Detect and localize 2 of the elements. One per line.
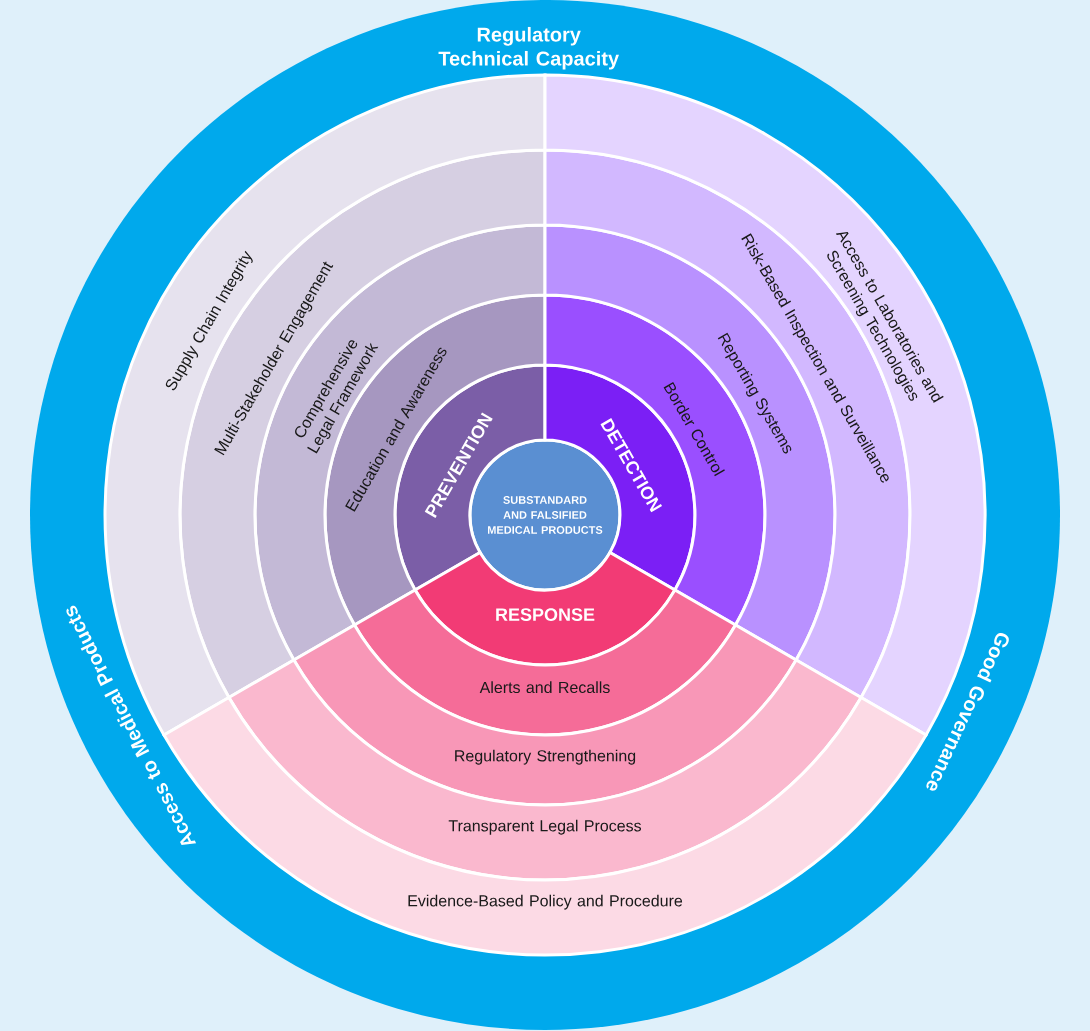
ring-label: Regulatory Technical Capacity: [438, 26, 619, 70]
ring-segment: RESPONSE: [413, 551, 677, 667]
